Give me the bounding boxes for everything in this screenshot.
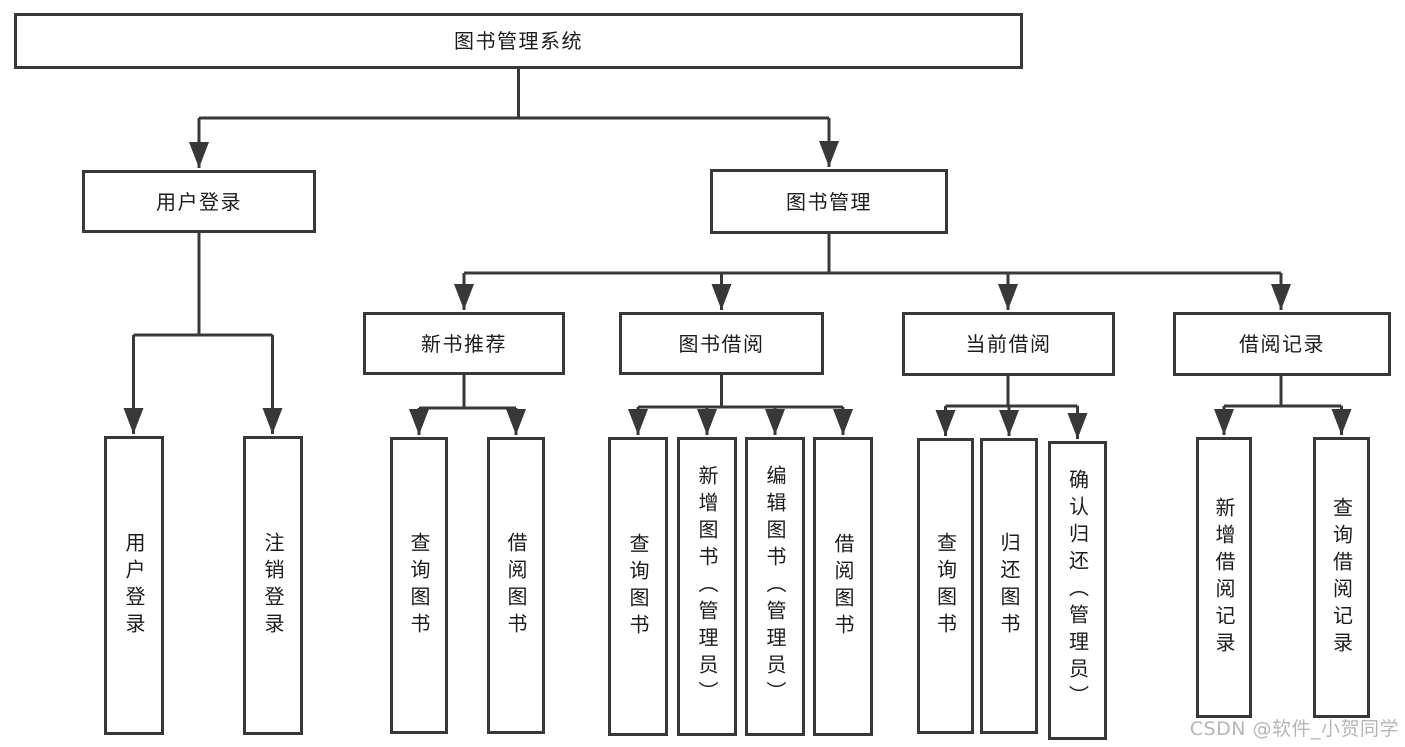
- node-new-book-recommend: 新书推荐: [363, 312, 565, 375]
- leaf-borrow-query-books: 查询图书: [608, 437, 668, 736]
- leaf-records-query-record-label: 查询借阅记录: [1329, 496, 1354, 659]
- leaf-current-query-books-label: 查询图书: [933, 532, 958, 640]
- connector-user-login: [133, 233, 273, 337]
- leaf-current-return-books-label: 归还图书: [997, 532, 1021, 640]
- node-book-management: 图书管理: [710, 169, 948, 234]
- node-root: 图书管理系统: [14, 13, 1023, 69]
- node-user-login: 用户登录: [82, 170, 316, 233]
- leaf-current-confirm-return-admin: 确认归还（管理员）: [1048, 441, 1107, 740]
- connector-book-borrow: [638, 375, 843, 409]
- leaf-borrow-add-books-admin-label: 新增图书（管理员）: [695, 465, 719, 708]
- leaf-borrow-add-books-admin: 新增图书（管理员）: [677, 437, 737, 736]
- leaf-logout-label: 注销登录: [261, 531, 285, 640]
- leaf-borrow-borrow-books-label: 借阅图书: [831, 532, 855, 641]
- leaf-borrow-borrow-books: 借阅图书: [813, 437, 873, 736]
- connector-book-management: [464, 234, 1281, 275]
- leaf-records-add-record: 新增借阅记录: [1196, 437, 1252, 718]
- connector-current-borrow: [945, 376, 1078, 408]
- leaf-newbook-borrow-books-label: 借阅图书: [504, 531, 528, 640]
- node-root-label: 图书管理系统: [454, 29, 583, 53]
- node-borrow-records: 借阅记录: [1173, 312, 1391, 376]
- node-current-borrow-label: 当前借阅: [965, 332, 1052, 356]
- leaf-logout: 注销登录: [243, 436, 303, 735]
- leaf-current-query-books: 查询图书: [917, 438, 974, 734]
- leaf-user-login-label: 用户登录: [122, 531, 146, 640]
- leaf-records-add-record-label: 新增借阅记录: [1212, 496, 1236, 659]
- leaf-newbook-query-books: 查询图书: [390, 437, 448, 734]
- leaf-user-login: 用户登录: [104, 436, 164, 735]
- leaf-borrow-edit-books-admin: 编辑图书（管理员）: [745, 437, 805, 736]
- node-book-management-label: 图书管理: [786, 189, 872, 214]
- leaf-newbook-borrow-books: 借阅图书: [487, 437, 545, 734]
- leaf-current-confirm-return-admin-label: 确认归还（管理员）: [1065, 469, 1090, 712]
- node-user-login-label: 用户登录: [156, 189, 242, 214]
- node-borrow-records-label: 借阅记录: [1239, 332, 1325, 356]
- leaf-newbook-query-books-label: 查询图书: [407, 531, 431, 640]
- csdn-watermark: CSDN @软件_小贺同学: [1189, 718, 1399, 740]
- node-book-borrow-label: 图书借阅: [678, 331, 765, 356]
- connector-borrow-records: [1224, 376, 1342, 408]
- leaf-borrow-edit-books-admin-label: 编辑图书（管理员）: [763, 465, 787, 708]
- connector-root: [199, 68, 829, 120]
- node-current-borrow: 当前借阅: [902, 312, 1115, 376]
- connector-new-book: [419, 375, 516, 410]
- leaf-records-query-record: 查询借阅记录: [1313, 437, 1370, 718]
- node-book-borrow: 图书借阅: [619, 312, 824, 375]
- leaf-borrow-query-books-label: 查询图书: [626, 532, 650, 641]
- leaf-current-return-books: 归还图书: [980, 438, 1038, 734]
- node-new-book-recommend-label: 新书推荐: [421, 331, 507, 356]
